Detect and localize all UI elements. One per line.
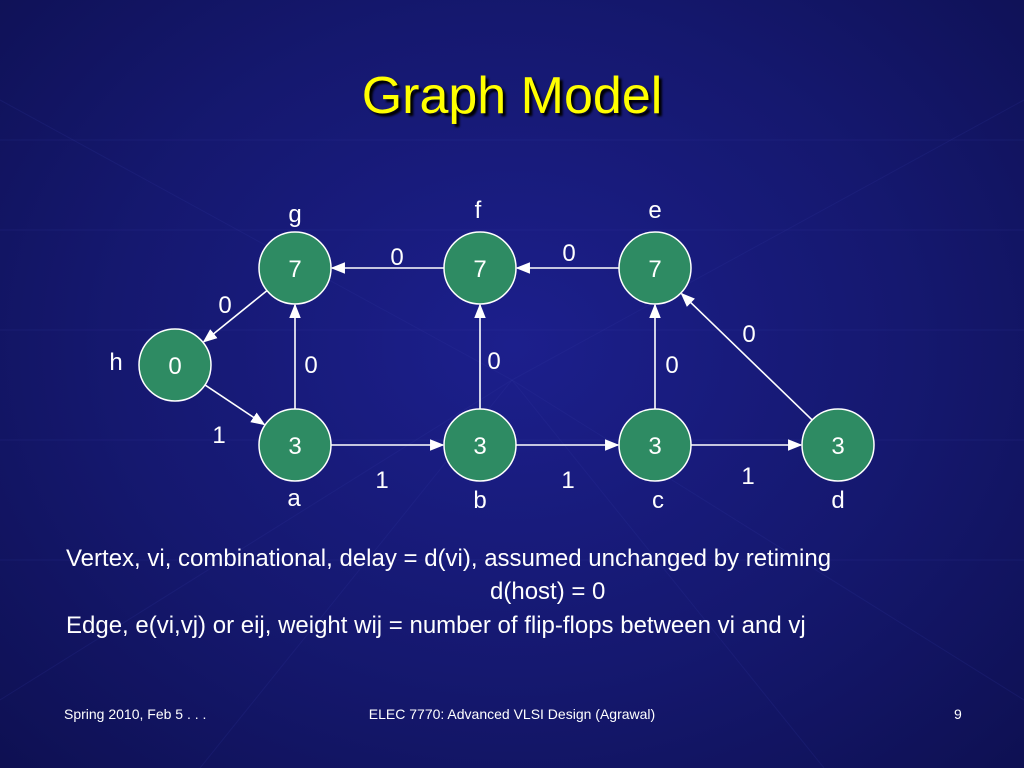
edge-weight-b-f: 0 [487, 348, 500, 375]
vertex-delay: 0 [168, 353, 181, 380]
vertex-label-d: d [831, 487, 844, 514]
vertex-circle [618, 231, 692, 305]
edge-weight-g-h: 0 [218, 292, 231, 319]
vertex-circle [801, 408, 875, 482]
edges-layer: 0 0 0 1 0 0 0 0 1 1 1 [202, 240, 813, 494]
vertex-f: 7 [443, 231, 517, 305]
vertex-delay: 7 [473, 256, 486, 283]
vertex-label-a: a [287, 485, 301, 512]
vertex-label-h: h [109, 349, 122, 376]
vertex-delay: 7 [648, 256, 661, 283]
vertex-e: 7 [618, 231, 692, 305]
edge-definition: Edge, e(vi,vj) or eij, weight wij = numb… [66, 612, 806, 639]
vertex-circle [443, 231, 517, 305]
vertex-delay: 3 [831, 433, 844, 460]
slide-title: Graph Model [361, 67, 663, 125]
vertex-label-e: e [648, 197, 661, 224]
vertex-definition: Vertex, vi, combinational, delay = d(vi)… [66, 545, 832, 572]
edge-weight-h-a: 1 [212, 422, 225, 449]
edge-weight-d-e: 0 [742, 321, 755, 348]
vertex-circle [258, 231, 332, 305]
vertex-g: 7 [258, 231, 332, 305]
vertex-delay: 3 [288, 433, 301, 460]
vertex-label-c: c [652, 487, 664, 514]
footer-course: ELEC 7770: Advanced VLSI Design (Agrawal… [368, 706, 656, 722]
edge-d-e [680, 292, 813, 421]
vertex-delay: 3 [648, 433, 661, 460]
vertex-label-b: b [473, 487, 486, 514]
vertex-b: 3 [443, 408, 517, 482]
footer-date: Spring 2010, Feb 5 . . . [64, 706, 207, 722]
footer-page-number: 9 [954, 706, 962, 722]
edge-weight-f-g: 0 [390, 244, 403, 271]
vertex-h: 0 [138, 328, 212, 402]
edge-weight-b-c: 1 [561, 467, 574, 494]
edge-weight-a-b: 1 [375, 467, 388, 494]
edge-weight-a-g: 0 [304, 352, 317, 379]
edge-weight-c-d: 1 [741, 463, 754, 490]
vertex-label-g: g [288, 201, 301, 228]
edge-h-a [204, 384, 266, 426]
edge-g-h [202, 290, 268, 343]
vertex-circle [443, 408, 517, 482]
vertex-a: 3 [258, 408, 332, 482]
edge-weight-e-f: 0 [562, 240, 575, 267]
vertex-c: 3 [618, 408, 692, 482]
vertex-d: 3 [801, 408, 875, 482]
vertex-circle [138, 328, 212, 402]
nodes-layer: 7 g 7 f 7 e 0 h 3 a 3 b 3 c 3 d [109, 197, 875, 514]
edge-weight-c-e: 0 [665, 352, 678, 379]
vertex-circle [258, 408, 332, 482]
vertex-label-f: f [475, 197, 482, 224]
host-delay-definition: d(host) = 0 [490, 578, 606, 605]
vertex-circle [618, 408, 692, 482]
vertex-delay: 7 [288, 256, 301, 283]
vertex-delay: 3 [473, 433, 486, 460]
